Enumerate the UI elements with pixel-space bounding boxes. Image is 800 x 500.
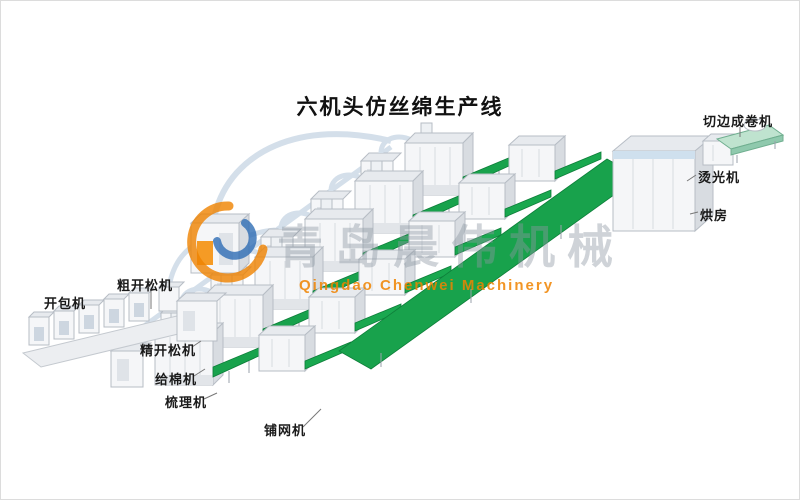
watermark-chinese-text: 青岛晨伟机械 — [277, 221, 625, 273]
label-cotton-feeder: 给棉机 — [155, 372, 198, 387]
bale-opener-line — [21, 281, 201, 368]
edge-cutting-winding-machine — [715, 118, 785, 163]
fine-opener-machine — [175, 292, 228, 342]
label-leader-lines — [150, 127, 741, 428]
label-cross-lapper: 铺网机 — [264, 423, 307, 438]
label-coarse-opener: 粗开松机 — [117, 278, 174, 293]
label-ironing-machine: 烫光机 — [698, 170, 741, 185]
label-drying-room: 烘房 — [700, 208, 729, 223]
diagram-title: 六机头仿丝绵生产线 — [296, 96, 504, 119]
label-carding-machine: 梳理机 — [165, 395, 208, 410]
watermark-logo — [187, 201, 268, 283]
watermark-english-text: Qingdao Chenwei Machinery — [299, 277, 555, 294]
label-edge-cutting-winder: 切边成卷机 — [703, 114, 774, 129]
label-fine-opener: 精开松机 — [140, 343, 197, 358]
label-bale-opener: 开包机 — [44, 296, 87, 311]
